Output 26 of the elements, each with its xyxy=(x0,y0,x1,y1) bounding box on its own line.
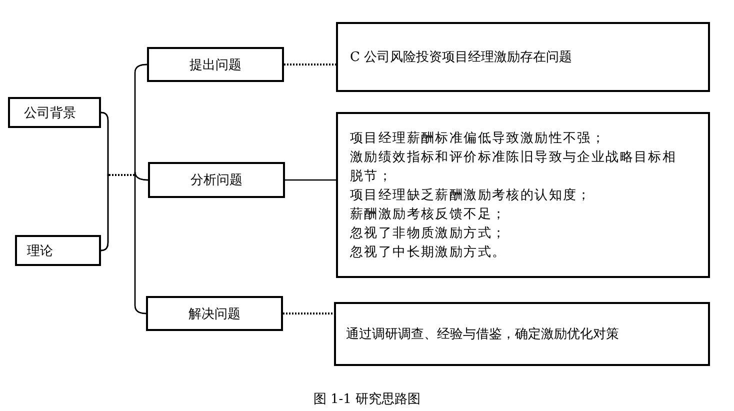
node-text: 分析问题 xyxy=(190,172,242,189)
node-text: 提出问题 xyxy=(190,56,242,74)
topic-box xyxy=(15,235,101,266)
node-text: C 公司风险投资项目经理激励存在问题 xyxy=(350,49,574,66)
node-text: 公司背景 xyxy=(24,104,77,122)
brace-connector xyxy=(100,174,146,314)
node-text: 忽视了中长期激励方式。 xyxy=(350,244,508,262)
content-box xyxy=(334,302,710,366)
node-text: 解决问题 xyxy=(188,306,240,322)
content-box xyxy=(336,22,710,92)
step-box xyxy=(146,296,283,331)
topic-box xyxy=(8,97,101,128)
content-box xyxy=(336,112,710,278)
figure-caption: 图 1-1 研究思路图 xyxy=(312,391,422,408)
step-box xyxy=(148,162,285,198)
node-text: 通过调研调查、经验与借鉴，确定激励优化对策 xyxy=(346,326,620,343)
node-text: 激励绩效指标和评价标准陈旧导致与企业战略目标相脱节； xyxy=(350,148,678,186)
connector-line xyxy=(283,312,334,314)
node-text: 薪酬激励考核反馈不足； xyxy=(350,206,508,224)
node-text: 项目经理薪酬标准偏低导致激励性不强； xyxy=(350,130,607,148)
node-text: 理论 xyxy=(27,242,54,260)
node-text: 忽视了非物质激励方式； xyxy=(350,224,508,242)
connector-line xyxy=(285,179,336,181)
node-text: 项目经理缺乏薪酬激励考核的认知度； xyxy=(350,186,592,204)
connector-line xyxy=(284,64,336,66)
step-box xyxy=(147,47,284,82)
